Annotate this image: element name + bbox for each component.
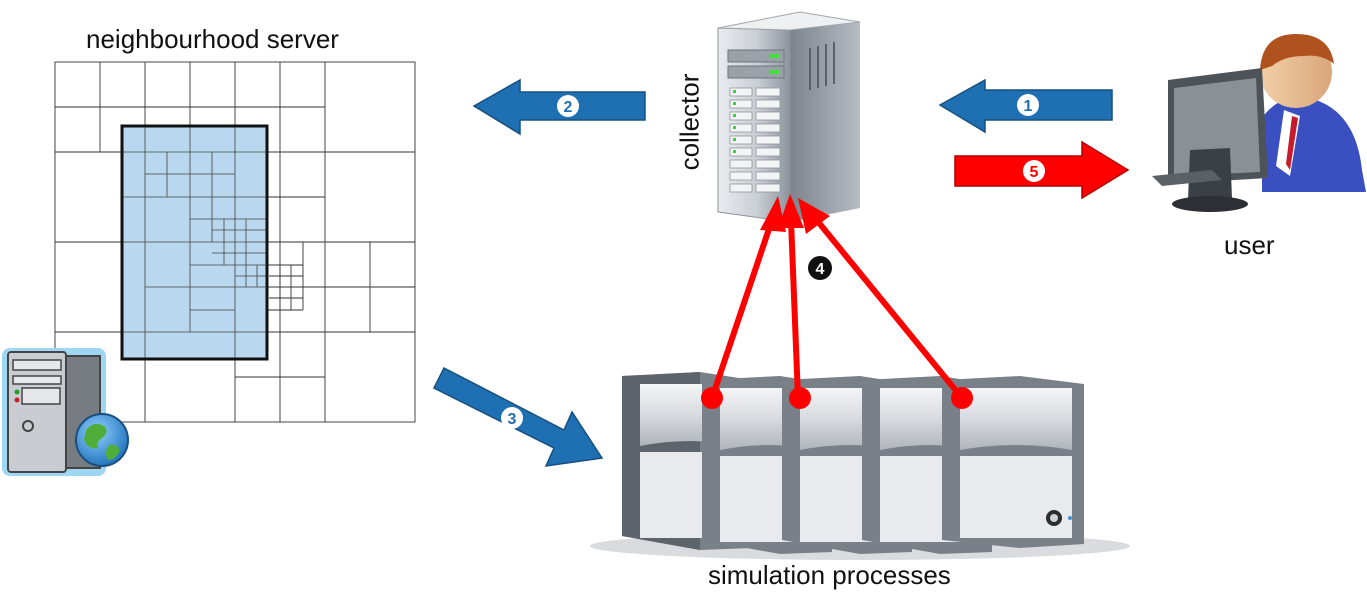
step-2-arrow: 2 bbox=[472, 78, 646, 136]
user-label: user bbox=[1224, 230, 1275, 260]
highlighted-region bbox=[120, 124, 269, 361]
server-globe-icon bbox=[2, 348, 129, 476]
simulation-processes-label: simulation processes bbox=[708, 560, 951, 590]
step-1-arrow: 1 bbox=[938, 78, 1113, 134]
step-3-badge: 3 bbox=[508, 411, 517, 428]
simulation-server-5 bbox=[942, 376, 1084, 548]
user-at-computer-icon bbox=[1152, 34, 1366, 212]
server-rack-icon bbox=[590, 372, 1130, 560]
neighbourhood-server-label: neighbourhood server bbox=[86, 24, 339, 54]
step-2-badge: 2 bbox=[564, 99, 573, 116]
tower-server-icon bbox=[717, 11, 861, 223]
step-5-arrow: 5 bbox=[954, 140, 1130, 200]
step-3-arrow: 3 bbox=[432, 366, 604, 467]
step-4-badge: 4 bbox=[816, 261, 825, 278]
step-4-badge-group: 4 bbox=[808, 256, 832, 280]
step-5-badge: 5 bbox=[1030, 164, 1039, 181]
step-4-arrows bbox=[701, 194, 973, 409]
step-1-badge: 1 bbox=[1024, 98, 1033, 115]
